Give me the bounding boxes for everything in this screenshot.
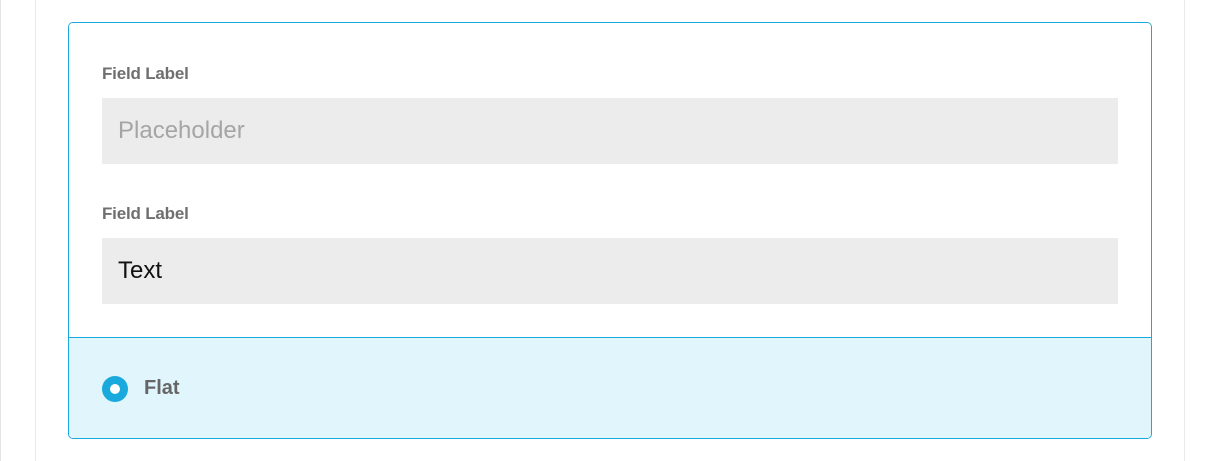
text-field-2[interactable]	[102, 238, 1118, 304]
radio-selected-icon[interactable]	[102, 376, 128, 402]
column-divider-left	[35, 0, 36, 461]
form-body: Field Label Field Label	[69, 23, 1151, 337]
flat-option-label[interactable]: Flat	[144, 377, 180, 399]
form-card: Field Label Field Label Flat	[68, 22, 1152, 439]
column-divider-right	[1184, 0, 1185, 461]
text-field-1[interactable]	[102, 98, 1118, 164]
field-label-1: Field Label	[102, 64, 189, 83]
field-label-2: Field Label	[102, 204, 189, 223]
flat-option-row[interactable]: Flat	[69, 337, 1151, 438]
left-rail	[0, 0, 1, 461]
radio-dot	[110, 384, 120, 394]
